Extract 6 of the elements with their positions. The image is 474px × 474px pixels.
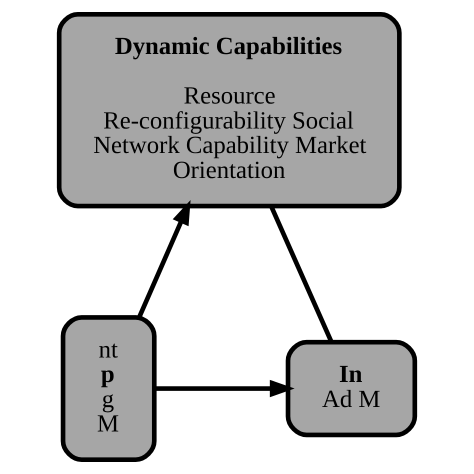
arrow [137,200,191,318]
node-box: In Ad M [286,340,418,438]
node-box: nt p g M [60,315,157,462]
node-box: Dynamic Capabilities Resource Re-configurability Social Network Capability Market Orientation [56,12,402,208]
connector [269,206,334,342]
arrow [154,380,295,398]
